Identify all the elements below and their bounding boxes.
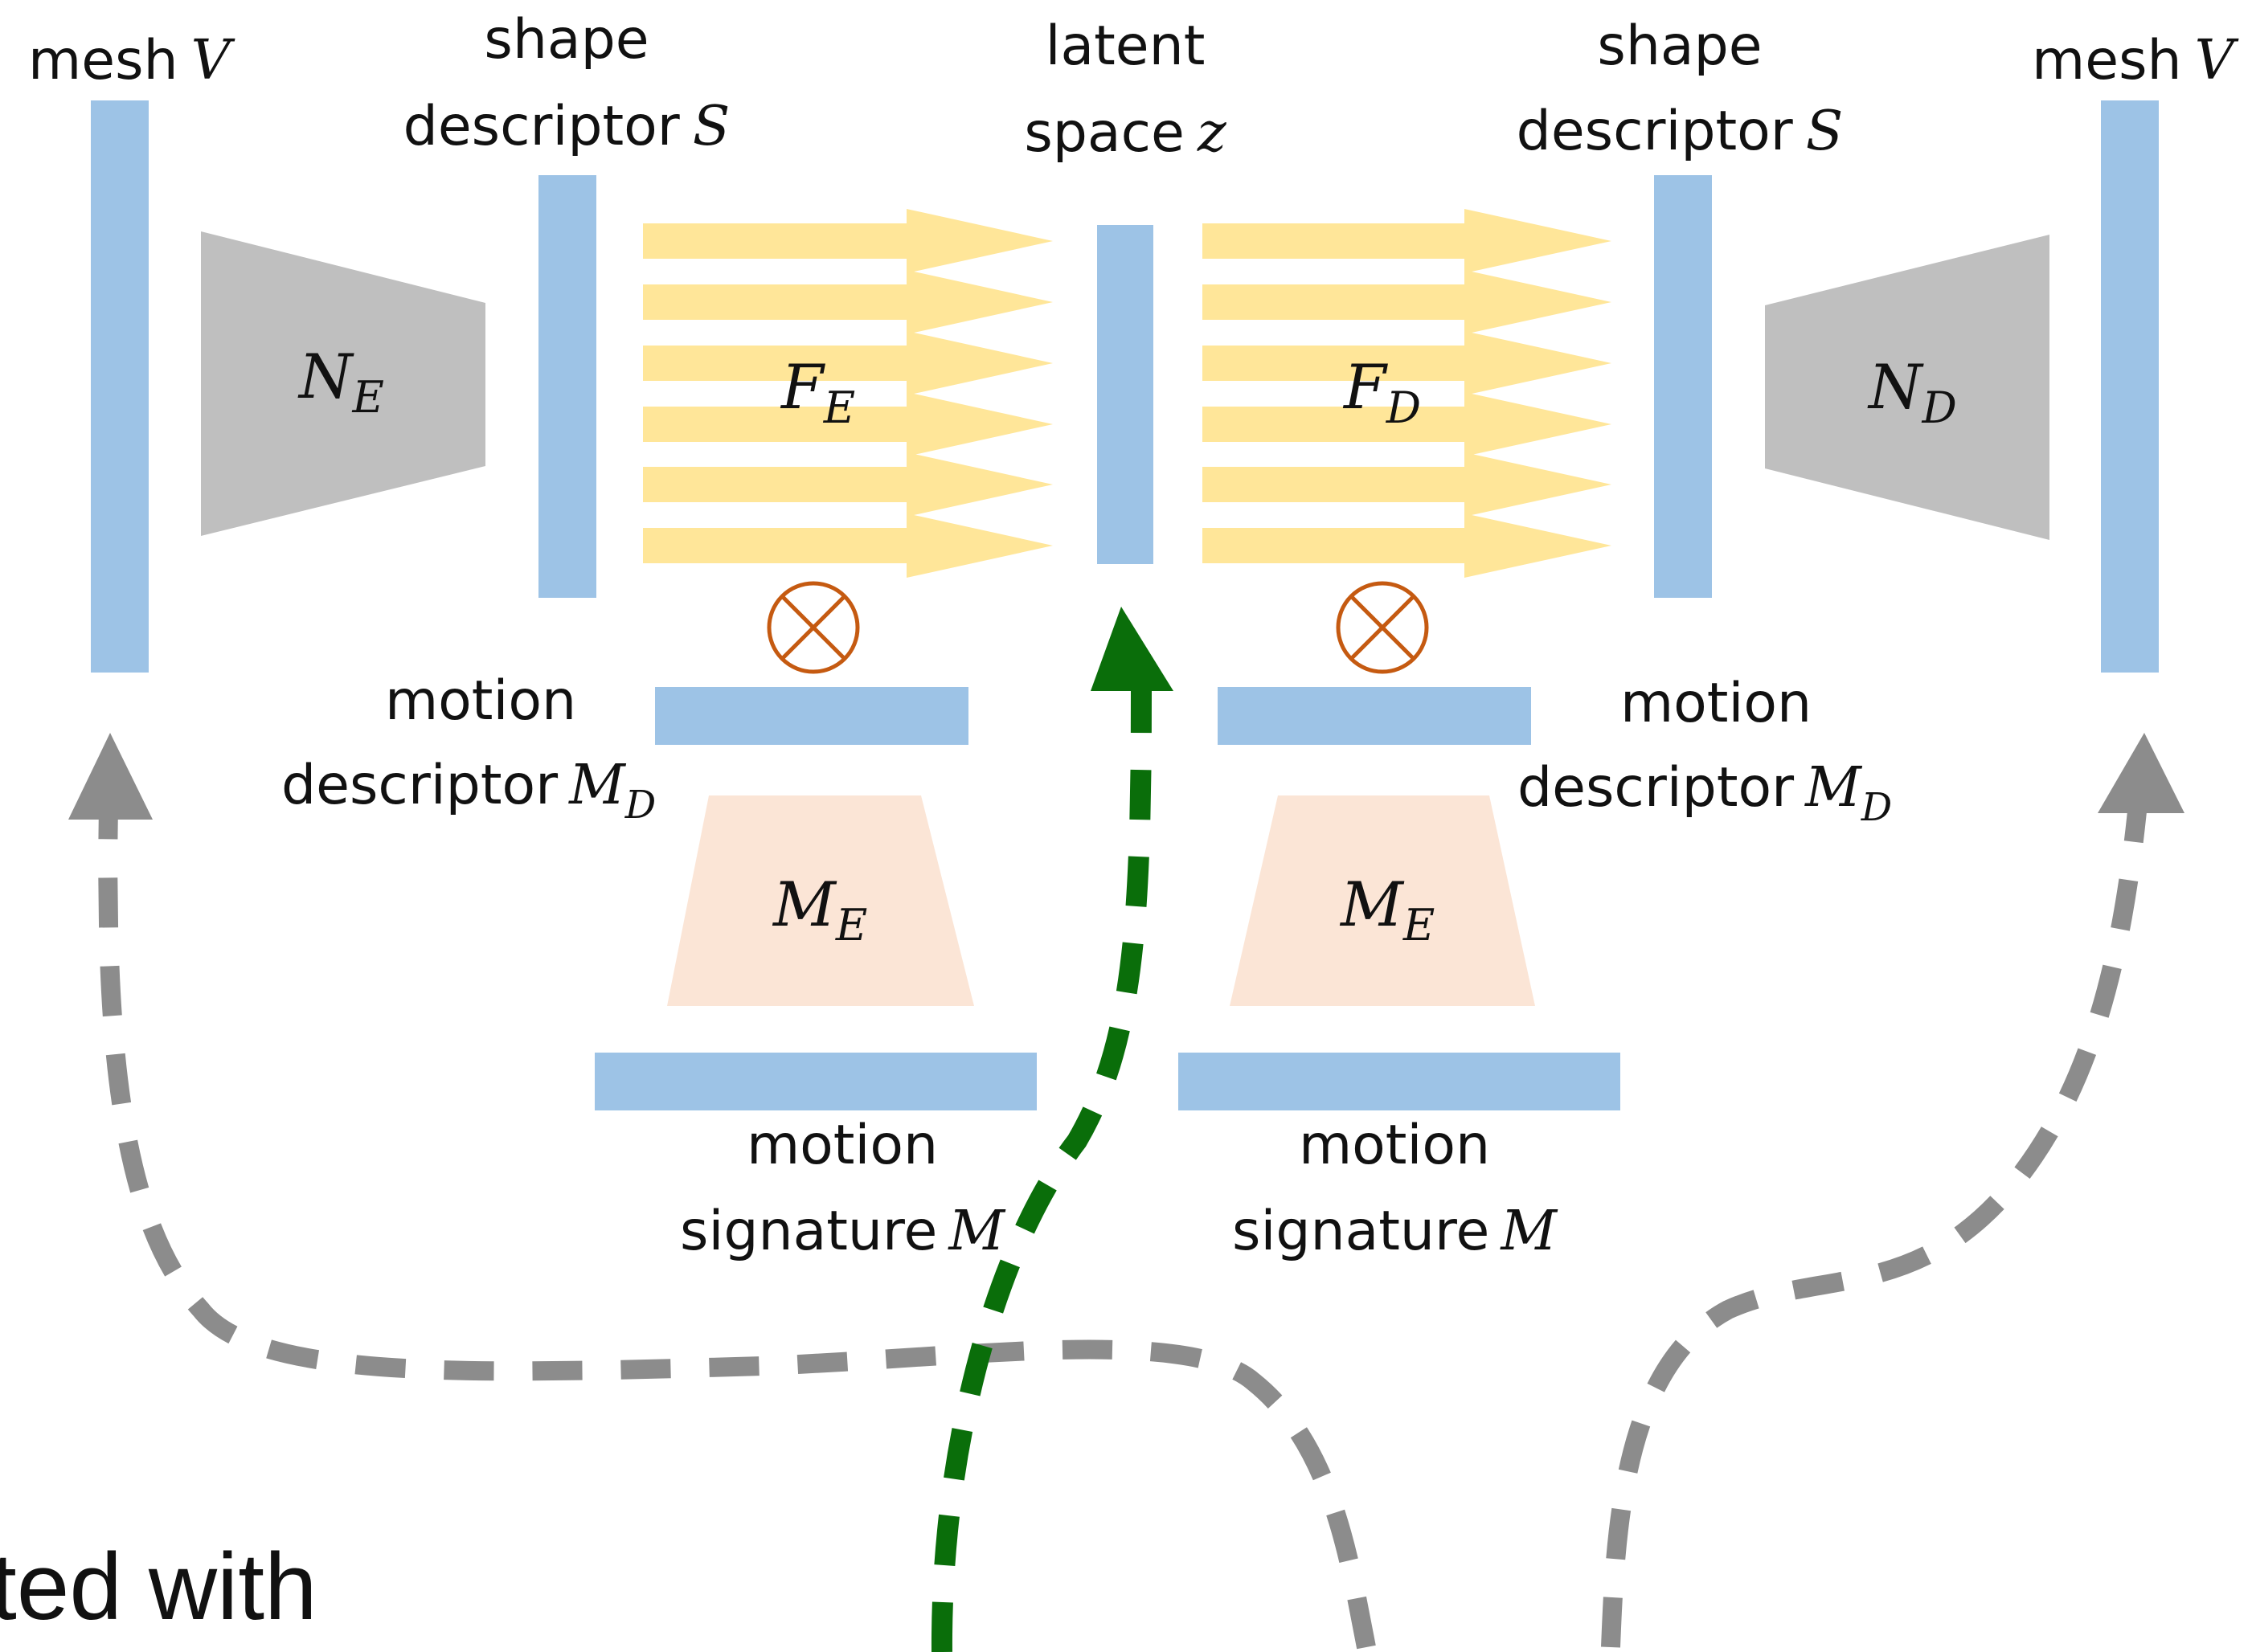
f-encoder-flow-arrow-3 <box>643 331 1053 395</box>
motion-signature-label-right-line1: motion <box>1299 1114 1490 1177</box>
multiply-icon-left <box>767 581 860 674</box>
mesh-v-bar-right <box>2101 100 2159 673</box>
gray-dashed-path-left <box>98 803 1376 1650</box>
f-decoder-arrows <box>1202 209 1611 578</box>
motion-descriptor-label-left-line1: motion <box>385 669 576 733</box>
gray-arrowhead-right <box>2098 733 2184 813</box>
multiply-icon-right <box>1336 581 1429 674</box>
n-decoder-label: ND <box>1867 351 1957 433</box>
shape-descriptor-label-right-line1: shape <box>1597 14 1762 78</box>
n-decoder-trapezoid <box>1765 235 2049 540</box>
latent-z-bar <box>1097 225 1153 564</box>
motion-descriptor-bar-left <box>655 687 968 745</box>
f-encoder-flow-arrow-1 <box>643 209 1053 273</box>
motion-signature-bar-left <box>595 1053 1037 1110</box>
shape-descriptor-bar-right <box>1654 175 1712 598</box>
cropped-caption-text: ted with <box>0 1534 317 1640</box>
mesh-v-bar-left <box>91 100 149 673</box>
f-decoder-flow-arrow-1 <box>1202 209 1611 273</box>
gray-arrowhead-left <box>68 733 153 820</box>
f-decoder-label: FD <box>1342 351 1421 433</box>
f-encoder-flow-arrow-4 <box>643 392 1053 456</box>
m-encoder-trapezoid-right <box>1230 795 1535 1006</box>
n-encoder-trapezoid <box>201 231 485 536</box>
shape-descriptor-label-left-line1: shape <box>484 8 649 72</box>
m-encoder-trapezoid-left <box>667 795 974 1006</box>
f-encoder-flow-arrow-6 <box>643 513 1053 578</box>
gray-dashed-path-right <box>1601 802 2148 1648</box>
f-decoder-flow-arrow-4 <box>1202 392 1611 456</box>
latent-space-label-line1: latent <box>1046 14 1206 78</box>
shape-descriptor-bar-left <box>538 175 596 598</box>
n-encoder-label: NE <box>297 341 384 423</box>
motion-signature-label-left-line1: motion <box>747 1114 938 1177</box>
f-decoder-flow-arrow-2 <box>1202 270 1611 334</box>
green-arrowhead <box>1091 607 1173 691</box>
f-encoder-flow-arrow-2 <box>643 270 1053 334</box>
f-encoder-label: FE <box>780 351 855 433</box>
f-decoder-flow-arrow-6 <box>1202 513 1611 578</box>
f-encoder-arrows <box>643 209 1053 578</box>
f-decoder-flow-arrow-3 <box>1202 331 1611 395</box>
f-encoder-flow-arrow-5 <box>643 452 1053 517</box>
motion-descriptor-bar-right <box>1218 687 1531 745</box>
green-dashed-path <box>931 690 1152 1652</box>
m-encoder-label-right: ME <box>1339 869 1435 951</box>
motion-descriptor-label-right-line1: motion <box>1620 672 1812 735</box>
m-encoder-label-left: ME <box>772 869 867 951</box>
motion-signature-bar-right <box>1178 1053 1620 1110</box>
f-decoder-flow-arrow-5 <box>1202 452 1611 517</box>
